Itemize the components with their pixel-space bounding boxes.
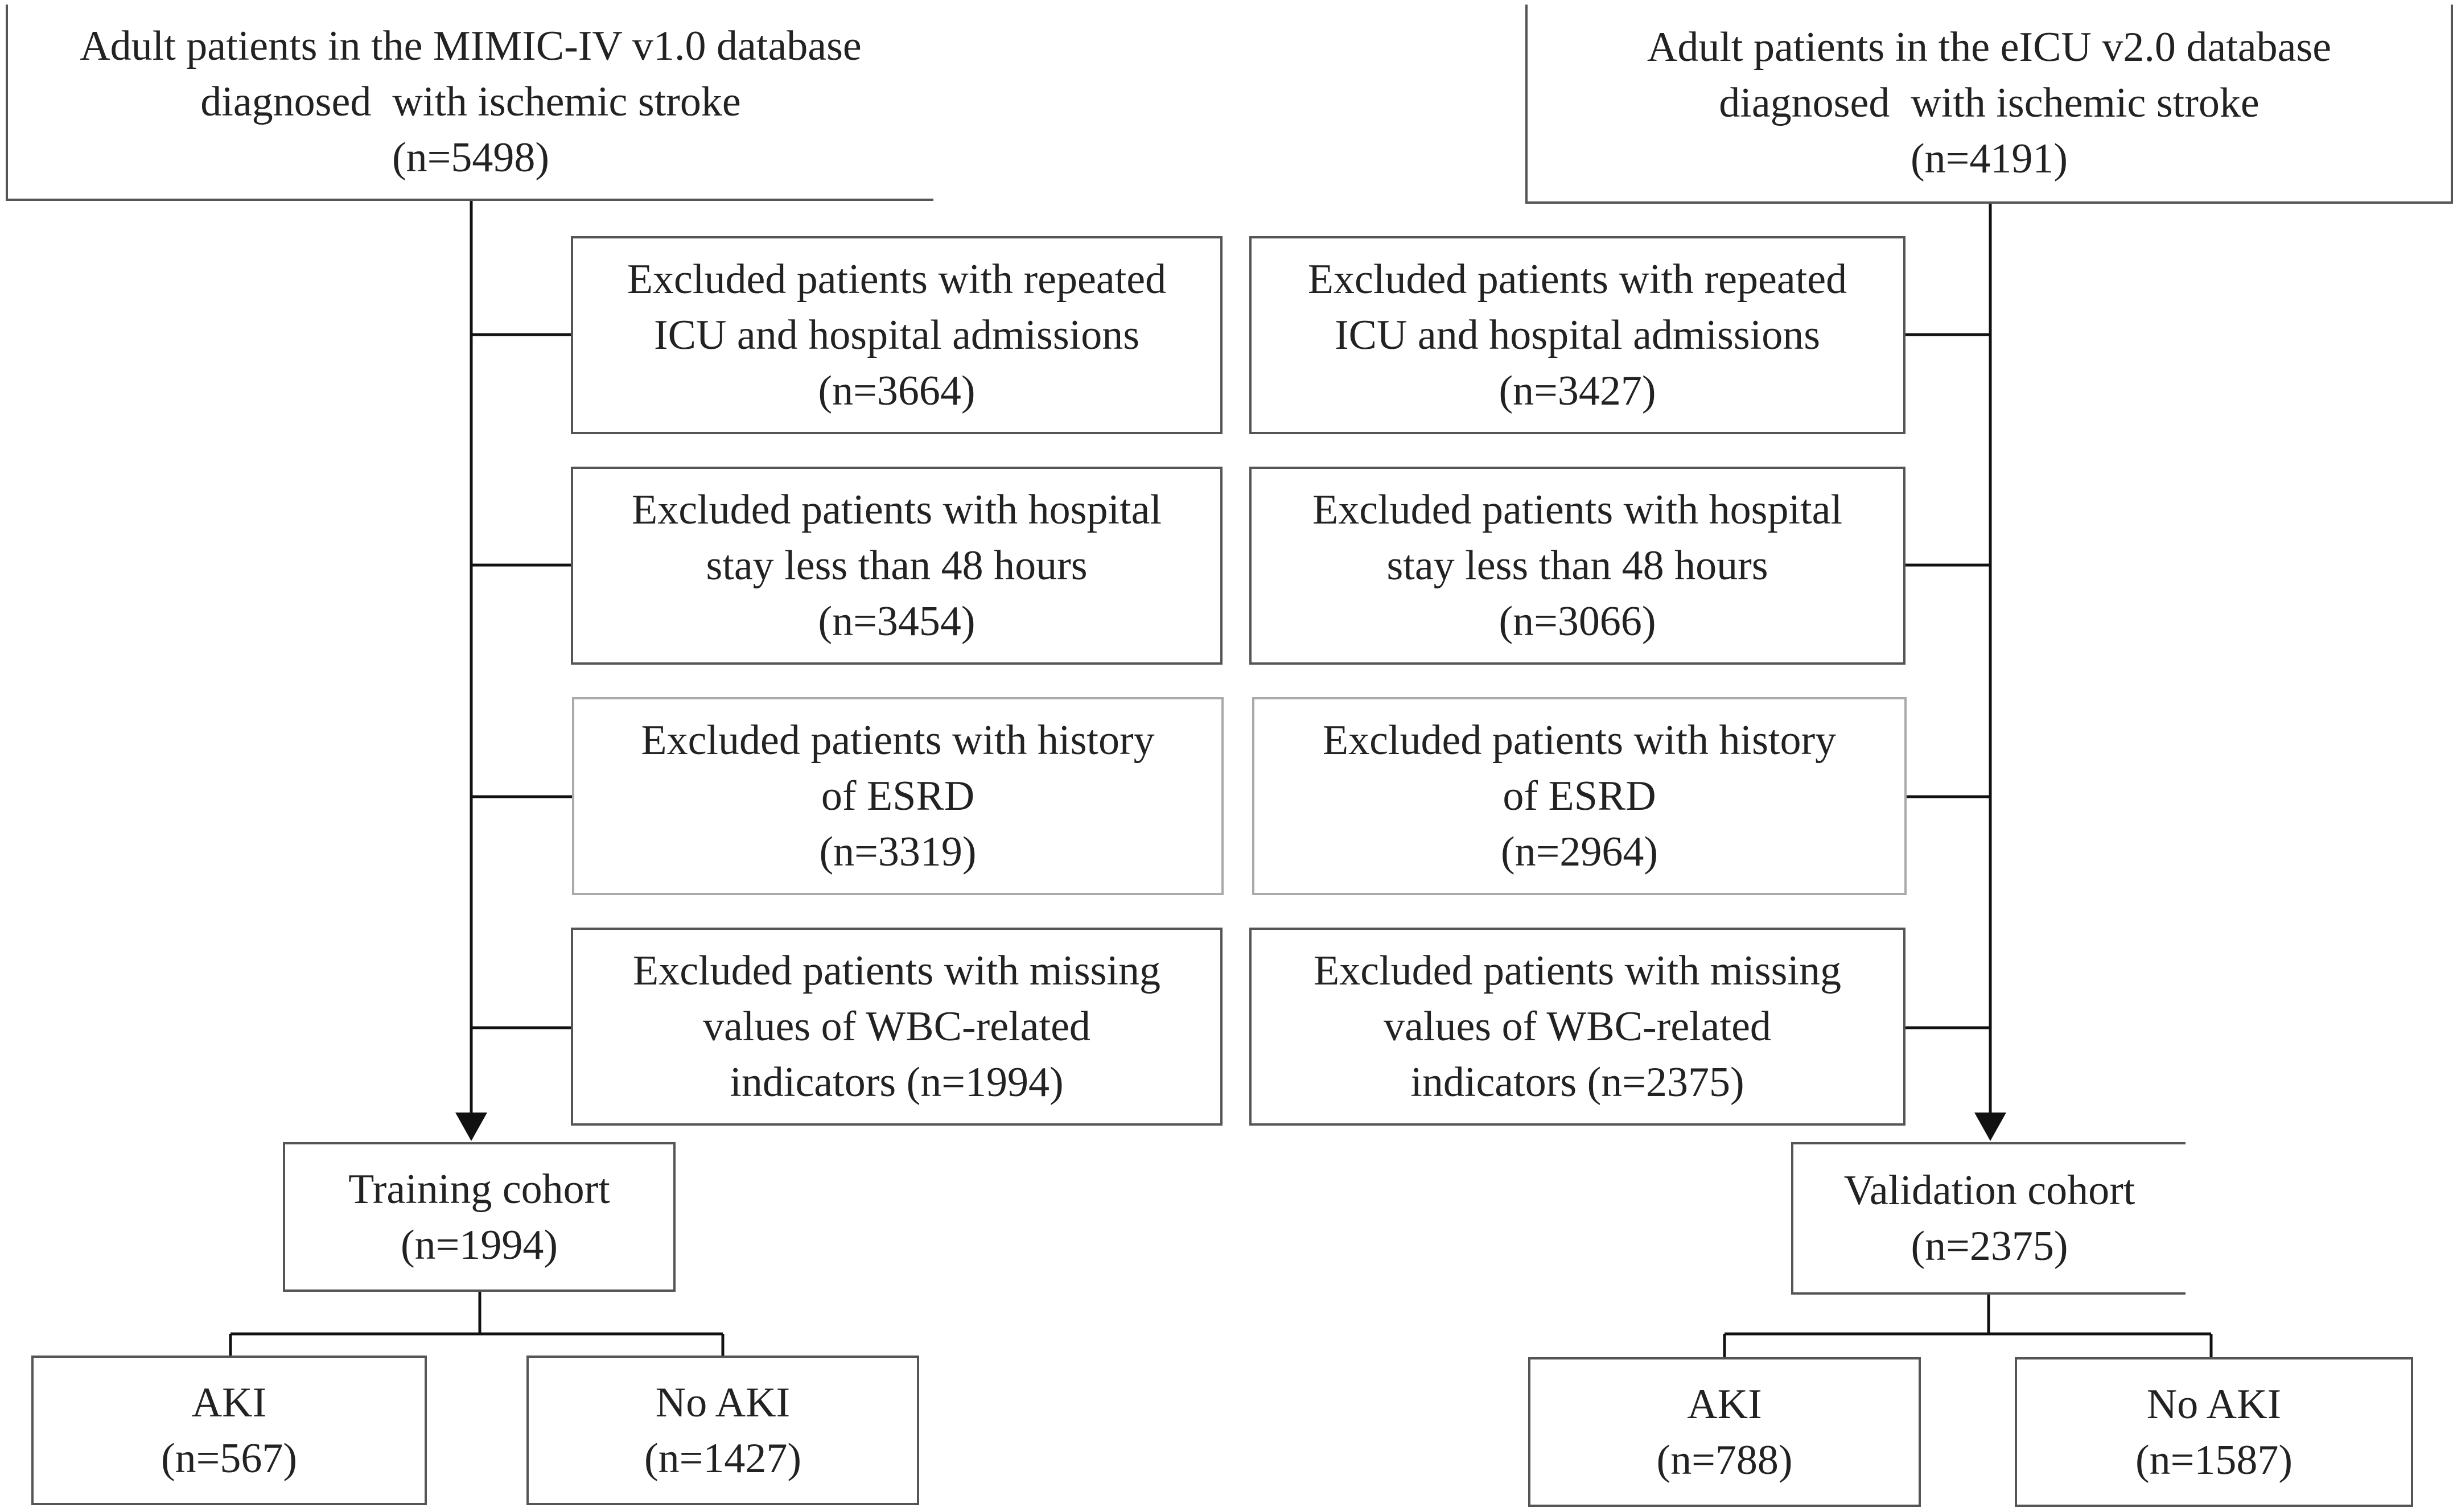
cohort-label: Validation cohort [1843,1167,2135,1214]
exclusion-count: (n=3319) [819,829,977,875]
mimic-exclusion-box-4: Excluded patients with missing values of… [571,928,1223,1126]
exclusion-line-2: of ESRD [1503,773,1656,819]
mimic-no-aki-box: No AKI (n=1427) [526,1356,919,1505]
mimic-exclusion-box-2: Excluded patients with hospital stay les… [571,467,1223,665]
eicu-exclusion-box-3: Excluded patients with history of ESRD (… [1252,697,1907,895]
aki-count: (n=567) [160,1435,298,1482]
eicu-source-box: Adult patients in the eICU v2.0 database… [1525,5,2453,204]
eicu-exclusion-box-1: Excluded patients with repeated ICU and … [1249,236,1905,434]
exclusion-line-2: of ESRD [821,773,975,819]
exclusion-count: (n=3454) [818,598,976,645]
exclusion-line-2: values of WBC-related [703,1003,1090,1050]
exclusion-line-1: Excluded patients with hospital [1312,487,1842,533]
eicu-exclusion-box-4: Excluded patients with missing values of… [1249,928,1905,1126]
mimic-arrowhead [455,1113,487,1141]
eicu-source-line-3: (n=4191) [1910,135,2068,182]
cohort-count: (n=2375) [1911,1223,2068,1270]
no-aki-label: No AKI [655,1379,791,1426]
exclusion-line-2: ICU and hospital admissions [1334,312,1821,359]
exclusion-count: (n=2964) [1500,829,1658,875]
aki-label: AKI [1687,1381,1762,1428]
exclusion-line-1: Excluded patients with missing [1314,947,1841,994]
exclusion-line-1: Excluded patients with missing [633,947,1160,994]
exclusion-count: indicators (n=1994) [730,1059,1064,1106]
exclusion-count: (n=3427) [1499,368,1656,414]
mimic-source-line-3: (n=5498) [392,134,550,181]
eicu-no-aki-box: No AKI (n=1587) [2015,1357,2413,1507]
mimic-source-line-1: Adult patients in the MIMIC-IV v1.0 data… [80,22,862,69]
mimic-aki-box: AKI (n=567) [31,1356,427,1505]
validation-cohort-box: Validation cohort (n=2375) [1791,1142,2186,1295]
exclusion-line-1: Excluded patients with repeated [627,256,1167,303]
exclusion-line-1: Excluded patients with repeated [1307,256,1847,303]
exclusion-line-2: stay less than 48 hours [706,542,1088,589]
exclusion-line-1: Excluded patients with history [641,717,1155,764]
training-cohort-box: Training cohort (n=1994) [283,1142,676,1292]
eicu-exclusion-box-2: Excluded patients with hospital stay les… [1249,467,1905,665]
no-aki-label: No AKI [2146,1381,2282,1428]
eicu-arrowhead [1974,1113,2006,1141]
cohort-label: Training cohort [348,1165,610,1213]
exclusion-line-1: Excluded patients with history [1322,717,1837,764]
mimic-source-line-2: diagnosed with ischemic stroke [200,78,741,125]
no-aki-count: (n=1427) [644,1435,802,1482]
exclusion-line-2: stay less than 48 hours [1386,542,1768,589]
exclusion-count: (n=3066) [1499,598,1656,645]
mimic-source-box: Adult patients in the MIMIC-IV v1.0 data… [6,5,933,201]
no-aki-count: (n=1587) [2135,1436,2293,1484]
exclusion-count: (n=3664) [818,368,976,414]
eicu-aki-box: AKI (n=788) [1528,1357,1921,1507]
aki-label: AKI [191,1379,267,1426]
eicu-source-line-2: diagnosed with ischemic stroke [1719,80,2260,126]
mimic-exclusion-box-3: Excluded patients with history of ESRD (… [572,697,1224,895]
aki-count: (n=788) [1656,1436,1793,1484]
exclusion-line-1: Excluded patients with hospital [632,487,1162,533]
mimic-exclusion-box-1: Excluded patients with repeated ICU and … [571,236,1223,434]
eicu-source-line-1: Adult patients in the eICU v2.0 database [1647,24,2332,71]
cohort-count: (n=1994) [400,1221,558,1268]
exclusion-count: indicators (n=2375) [1410,1059,1744,1106]
exclusion-line-2: values of WBC-related [1384,1003,1771,1050]
exclusion-line-2: ICU and hospital admissions [653,312,1140,359]
